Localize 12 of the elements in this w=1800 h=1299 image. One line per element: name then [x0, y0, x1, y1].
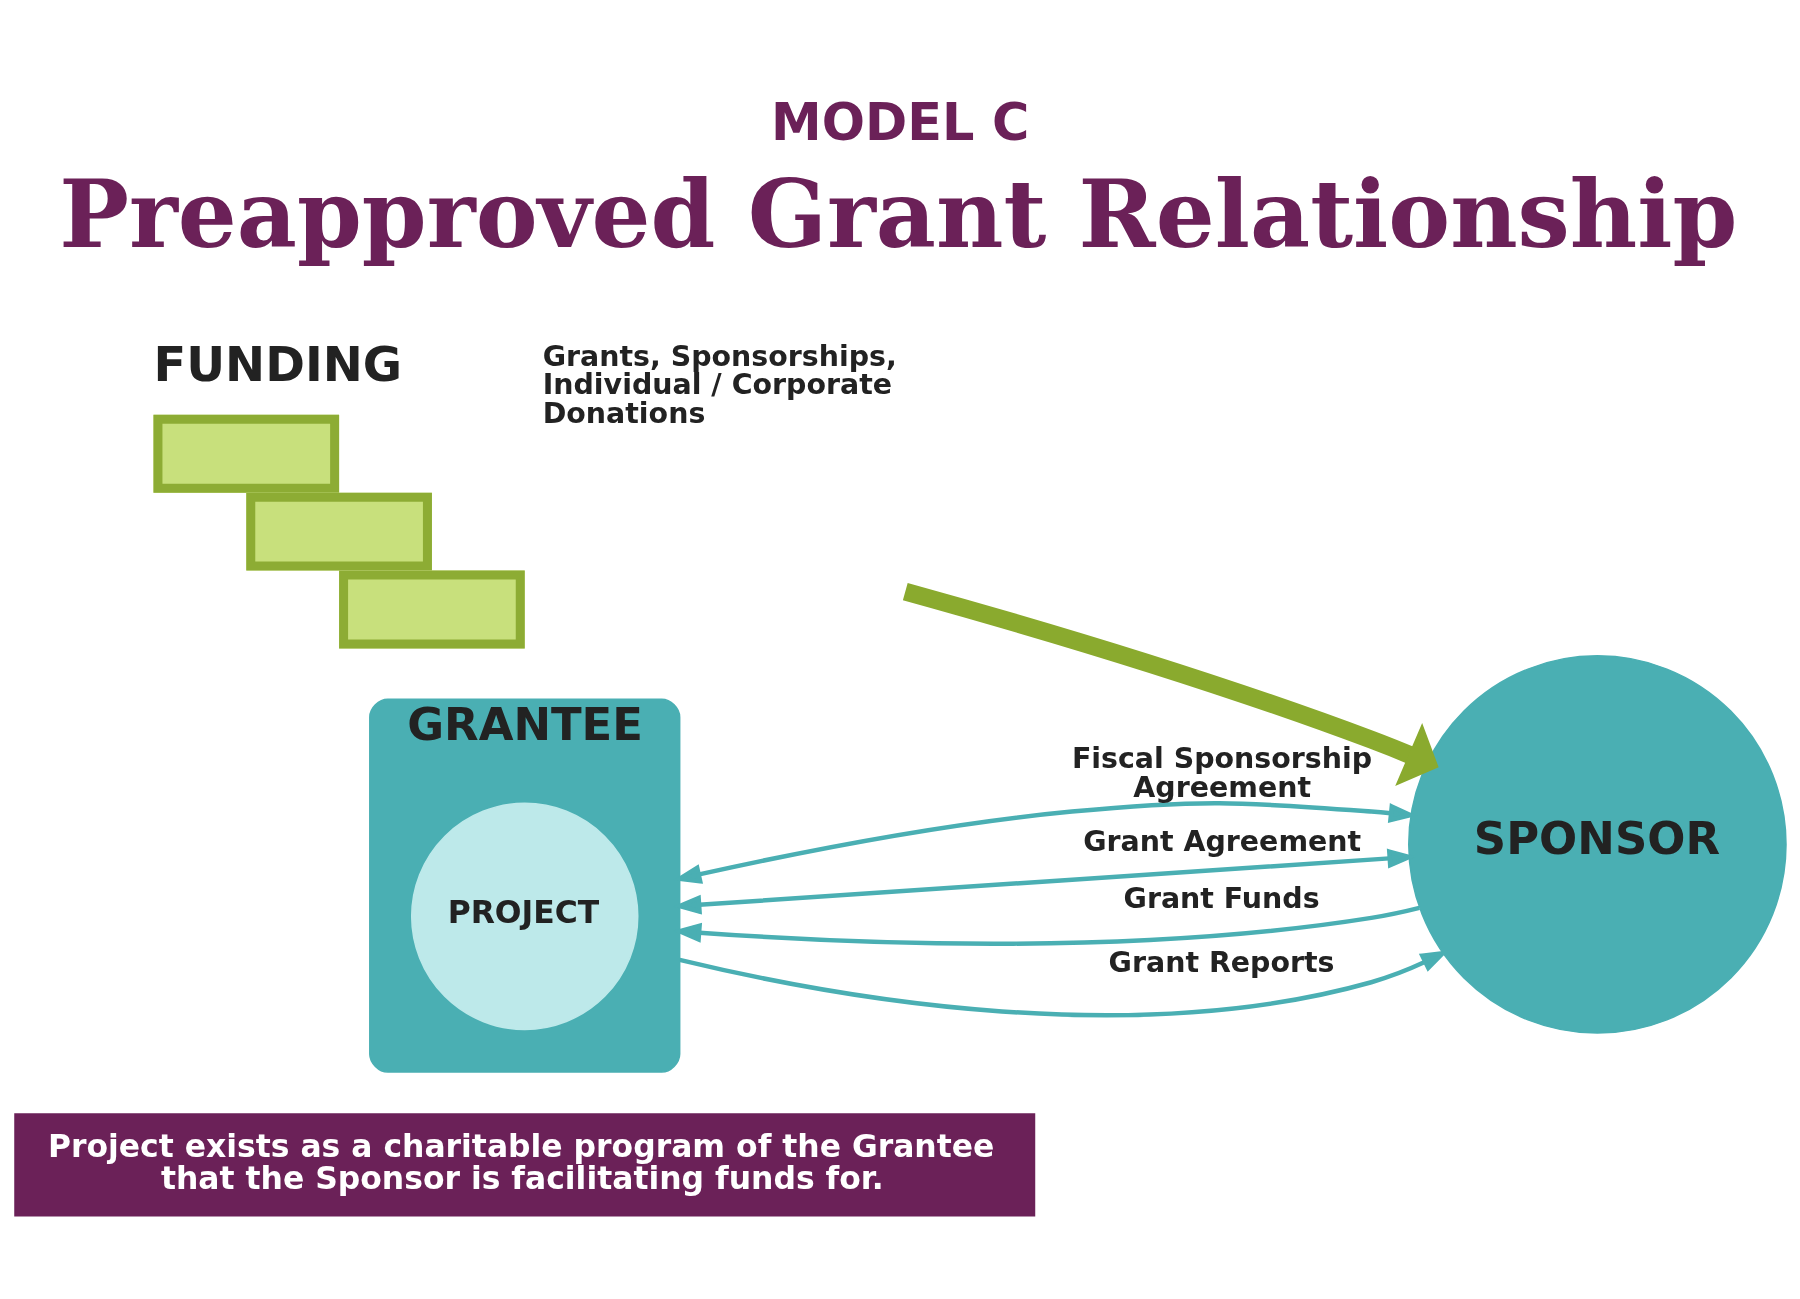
diagram-title: Preapproved Grant Relationship [58, 160, 1737, 270]
node-label: Grants, Sponsorships, Individual / Corporate Donations [542, 339, 897, 430]
edge-label: Fiscal Sponsorship Agreement [1071, 742, 1372, 804]
edge-label: Grant Agreement [1082, 824, 1361, 858]
edge-label: Grant Funds [1123, 881, 1320, 915]
node-circle: SPONSOR [1407, 655, 1787, 1034]
edge-label: Grant Reports [1108, 946, 1335, 980]
node-label: FUNDING [152, 337, 402, 393]
node-circle: PROJECT [410, 802, 638, 1031]
arrow [902, 582, 1439, 786]
label: MODEL C [770, 93, 1029, 153]
caption: Project exists as a charitable program of the Grantee that the Sponsor is facilitating funds for. [47, 1128, 994, 1196]
